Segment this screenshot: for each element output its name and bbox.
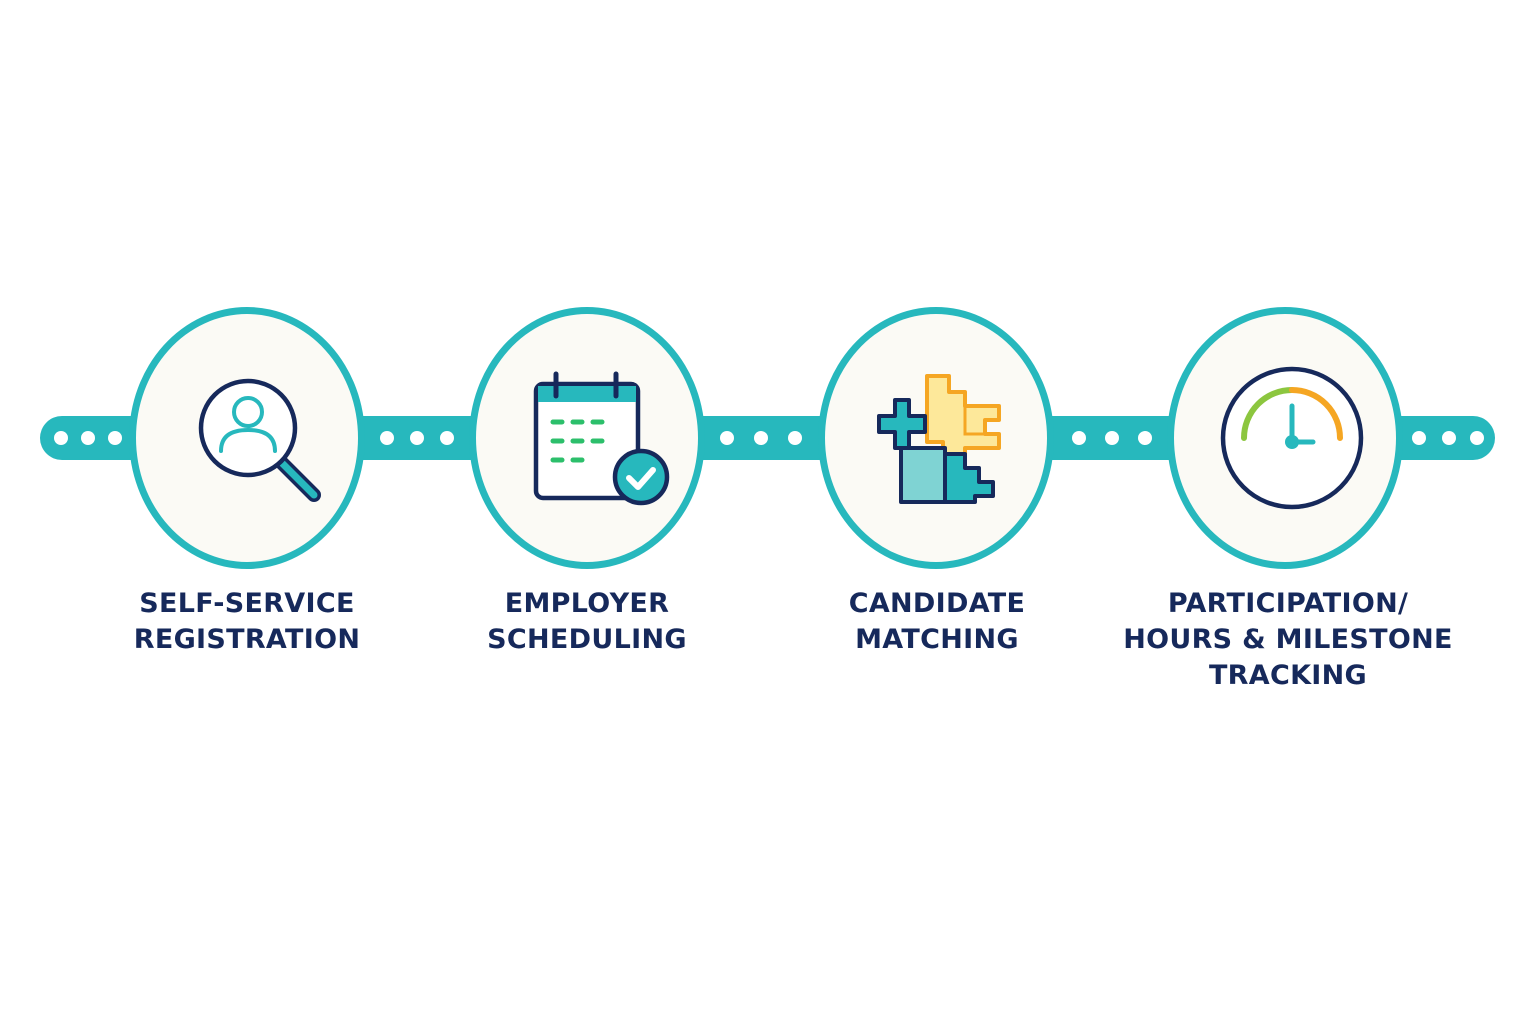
puzzle-pieces-icon (877, 374, 1001, 504)
connector-dot (108, 431, 122, 445)
calendar-check-icon (533, 371, 670, 506)
connector-dot (720, 431, 734, 445)
step-3-label-line-2: MATCHING (855, 624, 1019, 655)
connector-dot (1412, 431, 1426, 445)
connector-dot (1470, 431, 1484, 445)
step-4-label-line-1: PARTICIPATION/ (1167, 588, 1409, 619)
step-3-circle (818, 307, 1054, 569)
connector-dot (1138, 431, 1152, 445)
connector-dot (1442, 431, 1456, 445)
step-4-label-line-3: TRACKING (1208, 660, 1368, 691)
step-4-circle (1167, 307, 1403, 569)
step-4-label-line-2: HOURS & MILESTONE (1123, 624, 1453, 655)
connector-dot (81, 431, 95, 445)
connector-dot (788, 431, 802, 445)
gauge-clock-icon (1220, 366, 1364, 510)
step-2-label-line-2: SCHEDULING (487, 624, 687, 655)
step-1-label-line-2: REGISTRATION (133, 624, 361, 655)
connector-dot (410, 431, 424, 445)
connector-dot (440, 431, 454, 445)
step-1-label-line-1: SELF-SERVICE (139, 588, 355, 619)
connector-dot (1072, 431, 1086, 445)
step-4-label: PARTICIPATION/ HOURS & MILESTONE TRACKIN… (1118, 586, 1458, 694)
step-2-circle (469, 307, 705, 569)
step-1-label: SELF-SERVICE REGISTRATION (77, 586, 417, 658)
step-2-label-line-1: EMPLOYER (504, 588, 670, 619)
connector-dot (380, 431, 394, 445)
step-1-circle (129, 307, 365, 569)
connector-dot (54, 431, 68, 445)
step-3-label: CANDIDATE MATCHING (767, 586, 1107, 658)
connector-dot (1105, 431, 1119, 445)
connector-dot (754, 431, 768, 445)
step-3-label-line-1: CANDIDATE (848, 588, 1026, 619)
user-search-icon (198, 378, 321, 502)
step-2-label: EMPLOYER SCHEDULING (417, 586, 757, 658)
